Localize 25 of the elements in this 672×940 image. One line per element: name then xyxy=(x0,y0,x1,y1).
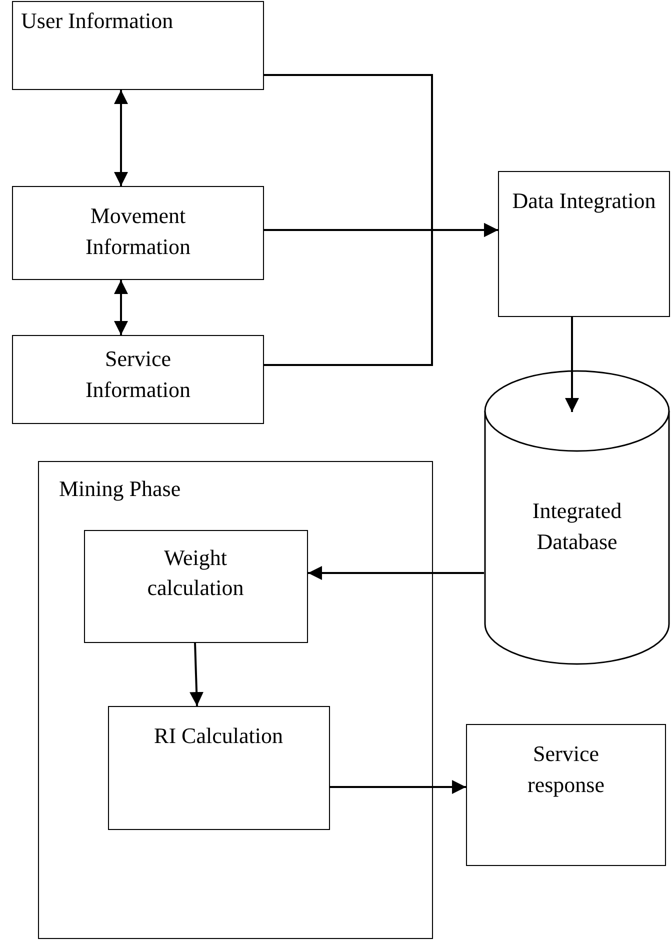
node-label: Service response xyxy=(526,740,606,799)
process-box xyxy=(498,171,670,317)
node-label: Service Information xyxy=(84,345,192,404)
phase-container xyxy=(38,461,433,939)
process-box xyxy=(12,335,264,424)
group-heading: Mining Phase xyxy=(58,475,182,503)
arrow xyxy=(114,280,128,335)
arrow xyxy=(190,642,204,706)
process-box xyxy=(108,706,330,830)
arrow xyxy=(565,317,579,412)
database-cylinder xyxy=(484,370,670,665)
process-box xyxy=(12,1,264,90)
process-box xyxy=(84,530,308,642)
node-label: RI Calculation xyxy=(153,722,284,750)
arrow xyxy=(330,780,466,794)
arrow xyxy=(308,566,484,580)
process-box xyxy=(12,186,264,280)
node-label: Data Integration xyxy=(511,187,657,215)
node-label: Integrated Database xyxy=(531,497,623,556)
node-label: Movement Information xyxy=(84,202,192,261)
arrow xyxy=(264,223,498,366)
node-label: Weight calculation xyxy=(146,544,245,602)
arrow xyxy=(114,90,128,186)
node-label: User Information xyxy=(20,7,174,35)
process-box xyxy=(466,724,666,866)
